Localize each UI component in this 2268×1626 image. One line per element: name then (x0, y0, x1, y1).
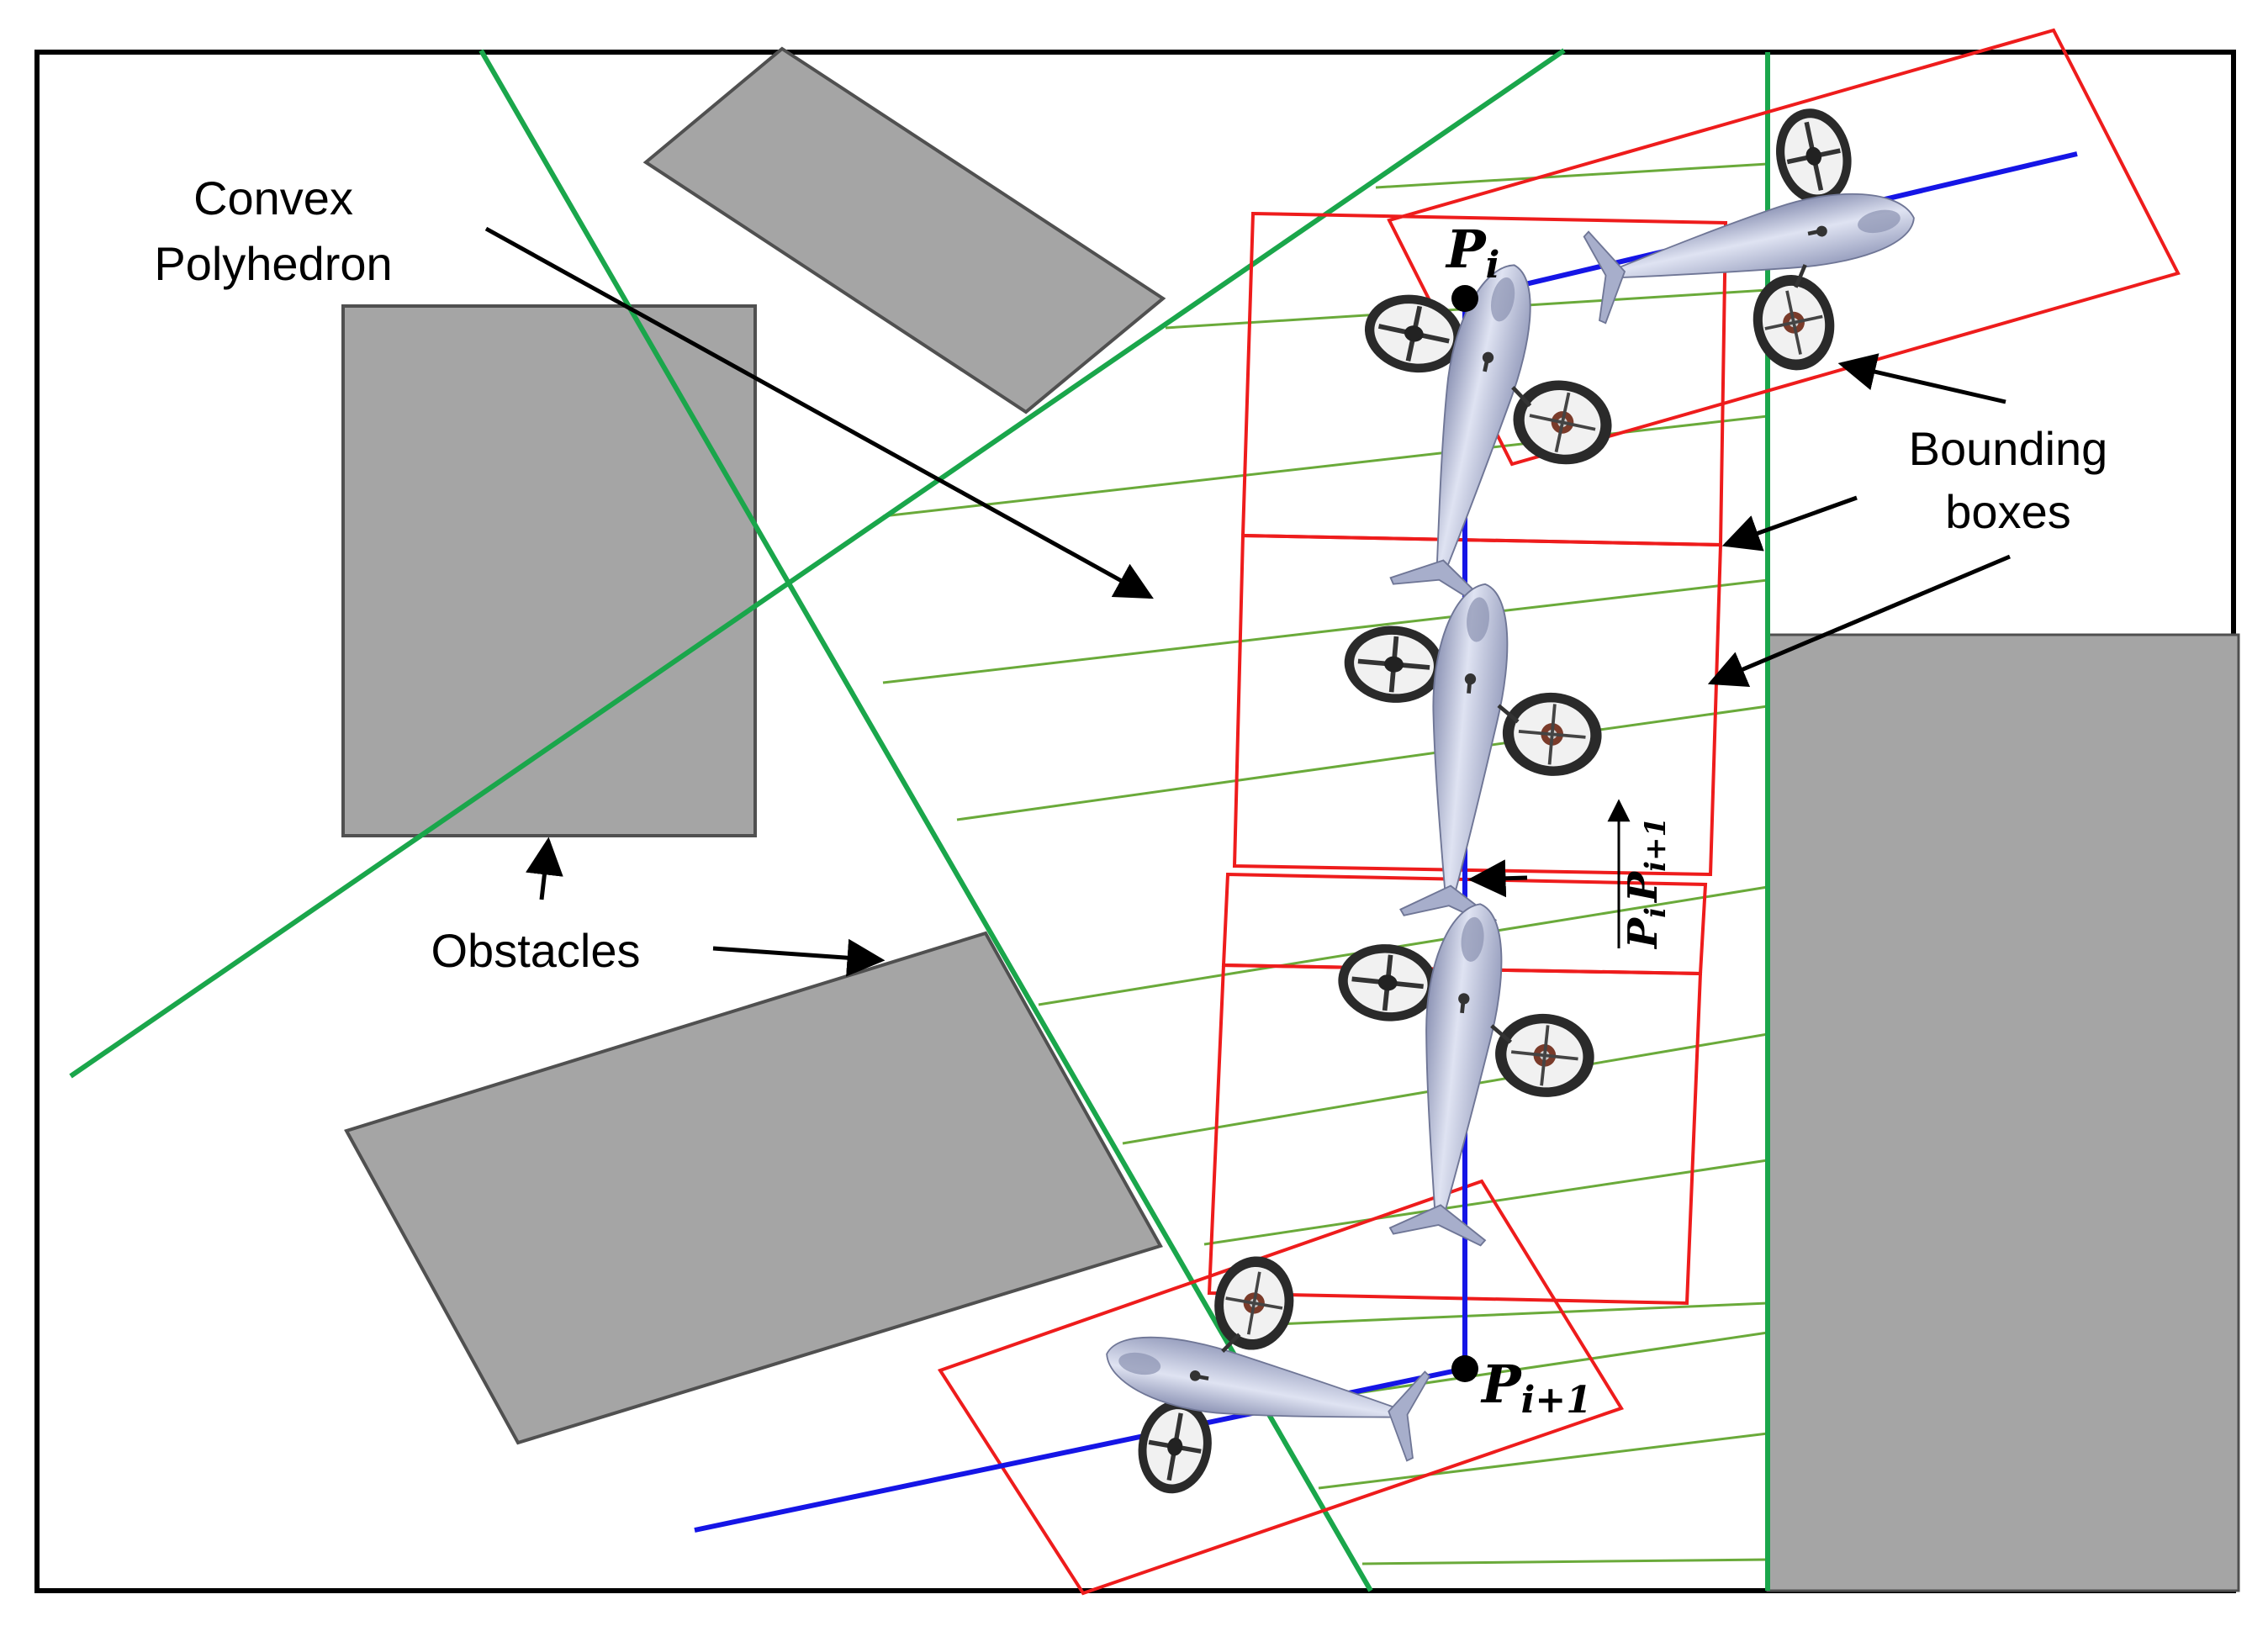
bounding-box-bottom-tilted (937, 1179, 1625, 1596)
waypoint-dot-icon (1451, 285, 1478, 312)
point-label-end: Pi+1 (1480, 1354, 1592, 1422)
label-bounding-line1: Bounding (1909, 422, 2108, 475)
vector-label: PiPi+1 (1607, 799, 1673, 950)
bounding-box-4 (1207, 963, 1703, 1306)
vector-pointer-arrow (1467, 859, 1528, 898)
annotation-arrows (484, 226, 2011, 977)
obstacles (341, 46, 2240, 1592)
point-label-start: Pi (1445, 219, 1499, 287)
polyhedron-hatching (882, 162, 1768, 1565)
obstacle-top-parallelogram (642, 46, 1166, 414)
label-obstacles: Obstacles (431, 924, 641, 977)
obstacle-bottom-parallelogram (344, 931, 1163, 1445)
bounding-box-2 (1232, 533, 1723, 877)
label-convex-line1: Convex (193, 172, 353, 224)
svg-text:PiPi+1: PiPi+1 (1620, 817, 1673, 950)
waypoint-dot-icon (1451, 1355, 1478, 1382)
label-convex-line2: Polyhedron (154, 237, 392, 290)
obstacle-left-rectangle (341, 304, 757, 837)
label-bounding-line2: boxes (1945, 485, 2070, 538)
obstacle-right-wall (1766, 633, 2240, 1592)
